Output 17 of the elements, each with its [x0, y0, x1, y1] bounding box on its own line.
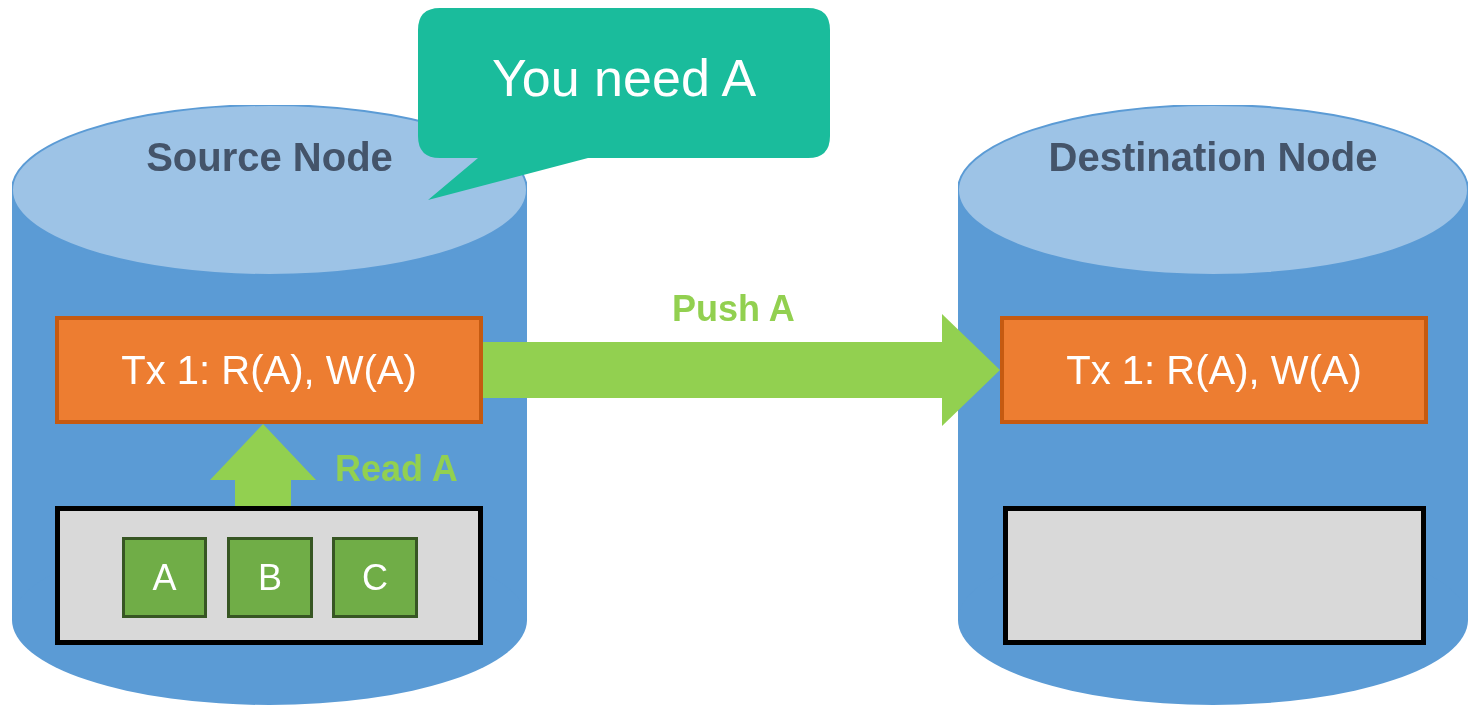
transaction-box: Tx 1: R(A), W(A)	[55, 316, 483, 424]
transaction-box: Tx 1: R(A), W(A)	[1000, 316, 1428, 424]
data-block: C	[332, 537, 418, 618]
block-arrow	[210, 424, 316, 506]
speech-bubble	[418, 8, 830, 203]
data-block: B	[227, 537, 313, 618]
node-title: Source Node	[145, 135, 394, 180]
data-block: A	[122, 537, 207, 618]
storage-area	[1003, 506, 1426, 645]
database-cylinder	[958, 105, 1468, 705]
database-cylinder	[12, 105, 527, 705]
bubble-text: You need A	[490, 48, 758, 108]
edge-label: Read A	[335, 448, 458, 490]
edge-label: Push A	[672, 288, 795, 330]
node-title: Destination Node	[1047, 135, 1379, 180]
storage-area	[55, 506, 483, 645]
block-arrow	[483, 314, 1000, 426]
